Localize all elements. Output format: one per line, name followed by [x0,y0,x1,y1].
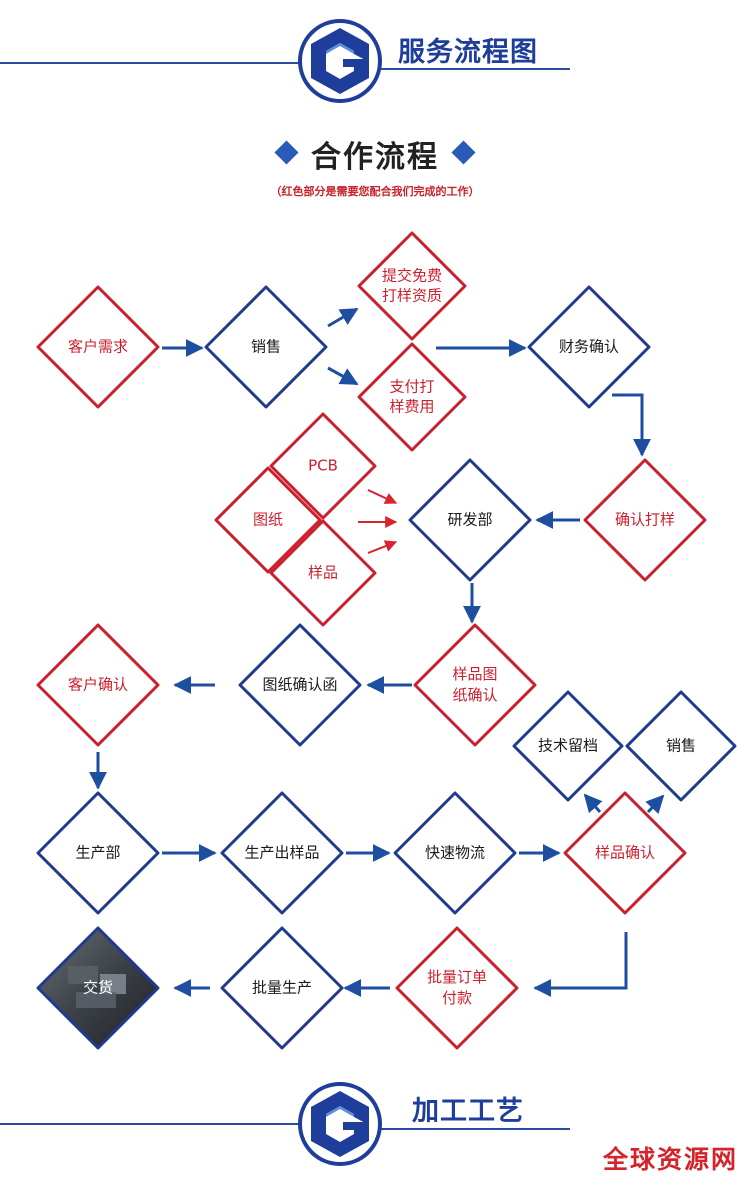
product-block-shape [100,974,126,994]
diamond-shape [625,690,737,802]
node-label: 付款 [442,989,472,1007]
flow-node-n22: 交货 [36,926,160,1050]
diamond-shape [269,412,377,520]
node-label: 确认打样 [615,511,675,529]
node-label: 批量订单 [427,968,487,986]
node-label: 客户确认 [68,676,128,694]
section-title: 合作流程 [0,132,750,176]
diamond-shape [512,690,624,802]
diamond-shape [413,623,537,747]
flow-edges [89,307,665,997]
input-arrow [367,489,398,504]
input-arrow [367,540,398,554]
flow-node-n2: 销售 [204,285,328,409]
node-label: 样品图 [452,665,497,683]
flow-node-n9: 图纸 [214,466,322,574]
node-label: 生产出样品 [244,844,319,862]
diamond-shape [36,623,160,747]
footer-line-right [380,1128,570,1130]
flow-node-n10: 样品 [269,519,377,627]
node-label: 图纸 [253,511,283,529]
flow-node-n21: 批量生产 [220,926,344,1050]
header-line-right [380,68,570,70]
flow-arrow [645,794,665,814]
flow-node-n13: 客户确认 [36,623,160,747]
flow-node-n16: 生产部 [36,791,160,915]
node-label: PCB [308,457,338,475]
flow-arrow [327,307,359,328]
node-label: 支付打 [389,378,434,396]
diamond-shape [220,926,344,1050]
flow-node-n1: 客户需求 [36,285,160,409]
company-logo-icon [298,1082,382,1166]
watermark-text: 全球资源网 [602,1145,738,1174]
diamond-shape [204,285,328,409]
flow-arrow [583,793,603,814]
node-label: 生产部 [75,844,120,862]
node-label: 打样资质 [382,287,442,305]
footer-line [0,1123,305,1125]
diamond-shape [395,926,519,1050]
flow-diagram: 客户需求销售提交免费打样资质支付打样费用财务确认确认打样研发部PCB图纸样品样品… [36,231,737,1050]
node-label: 交货 [83,979,113,997]
footer-title: 加工工艺 [412,1096,524,1127]
flow-node-n6: 确认打样 [583,458,707,582]
flow-node-n5: 财务确认 [527,285,651,409]
node-label: 样品确认 [595,844,655,862]
header-banner: 服务流程图 [0,0,750,103]
node-label: 提交免费 [382,267,442,285]
diamond-shape [357,342,467,452]
diamond-shape [36,926,160,1050]
product-block-shape [68,966,98,984]
node-label: 研发部 [447,511,492,529]
flow-node-n17: 生产出样品 [220,791,344,915]
diamond-shape [563,791,687,915]
diamond-shape [583,458,707,582]
diamond-shape [238,623,362,747]
node-label: 客户需求 [68,338,128,356]
node-label: 技术留档 [538,737,598,755]
flow-arrow [612,393,651,457]
diamond-shape [527,285,651,409]
flow-node-n18: 快速物流 [393,791,517,915]
flow-arrow [327,366,359,386]
flow-arrow [533,932,628,997]
node-label: 快速物流 [425,844,485,862]
diamond-shape [393,791,517,915]
diamond-shape [36,791,160,915]
header-title: 服务流程图 [398,37,538,68]
header-line [0,62,305,64]
section-subtitle: （红色部分是需要您配合我们完成的工作） [270,185,480,198]
diamond-shape [357,231,467,341]
node-label: 财务确认 [559,338,619,356]
node-label: 销售 [666,737,696,755]
node-label: 销售 [251,338,281,356]
company-logo-icon [298,19,382,103]
section-title-text: 合作流程 [311,140,439,175]
node-label: 图纸确认函 [262,676,337,694]
footer-banner: 加工工艺 [0,1075,750,1166]
node-label: 纸确认 [452,686,497,704]
node-label: 批量生产 [252,979,312,997]
diamond-shape [220,791,344,915]
flow-node-n14: 技术留档 [512,690,624,802]
diamond-shape [36,285,160,409]
node-label: 样品 [308,564,338,582]
flow-node-n15: 销售 [625,690,737,802]
flow-node-n19: 样品确认 [563,791,687,915]
flow-node-n7: 研发部 [408,458,532,582]
diamond-shape [269,519,377,627]
product-block-shape [76,992,116,1008]
flow-nodes: 客户需求销售提交免费打样资质支付打样费用财务确认确认打样研发部PCB图纸样品样品… [36,231,737,1050]
flow-node-n12: 图纸确认函 [238,623,362,747]
diamond-shape [408,458,532,582]
diamond-shape [214,466,322,574]
flow-node-n8: PCB [269,412,377,520]
node-label: 样费用 [389,398,434,416]
